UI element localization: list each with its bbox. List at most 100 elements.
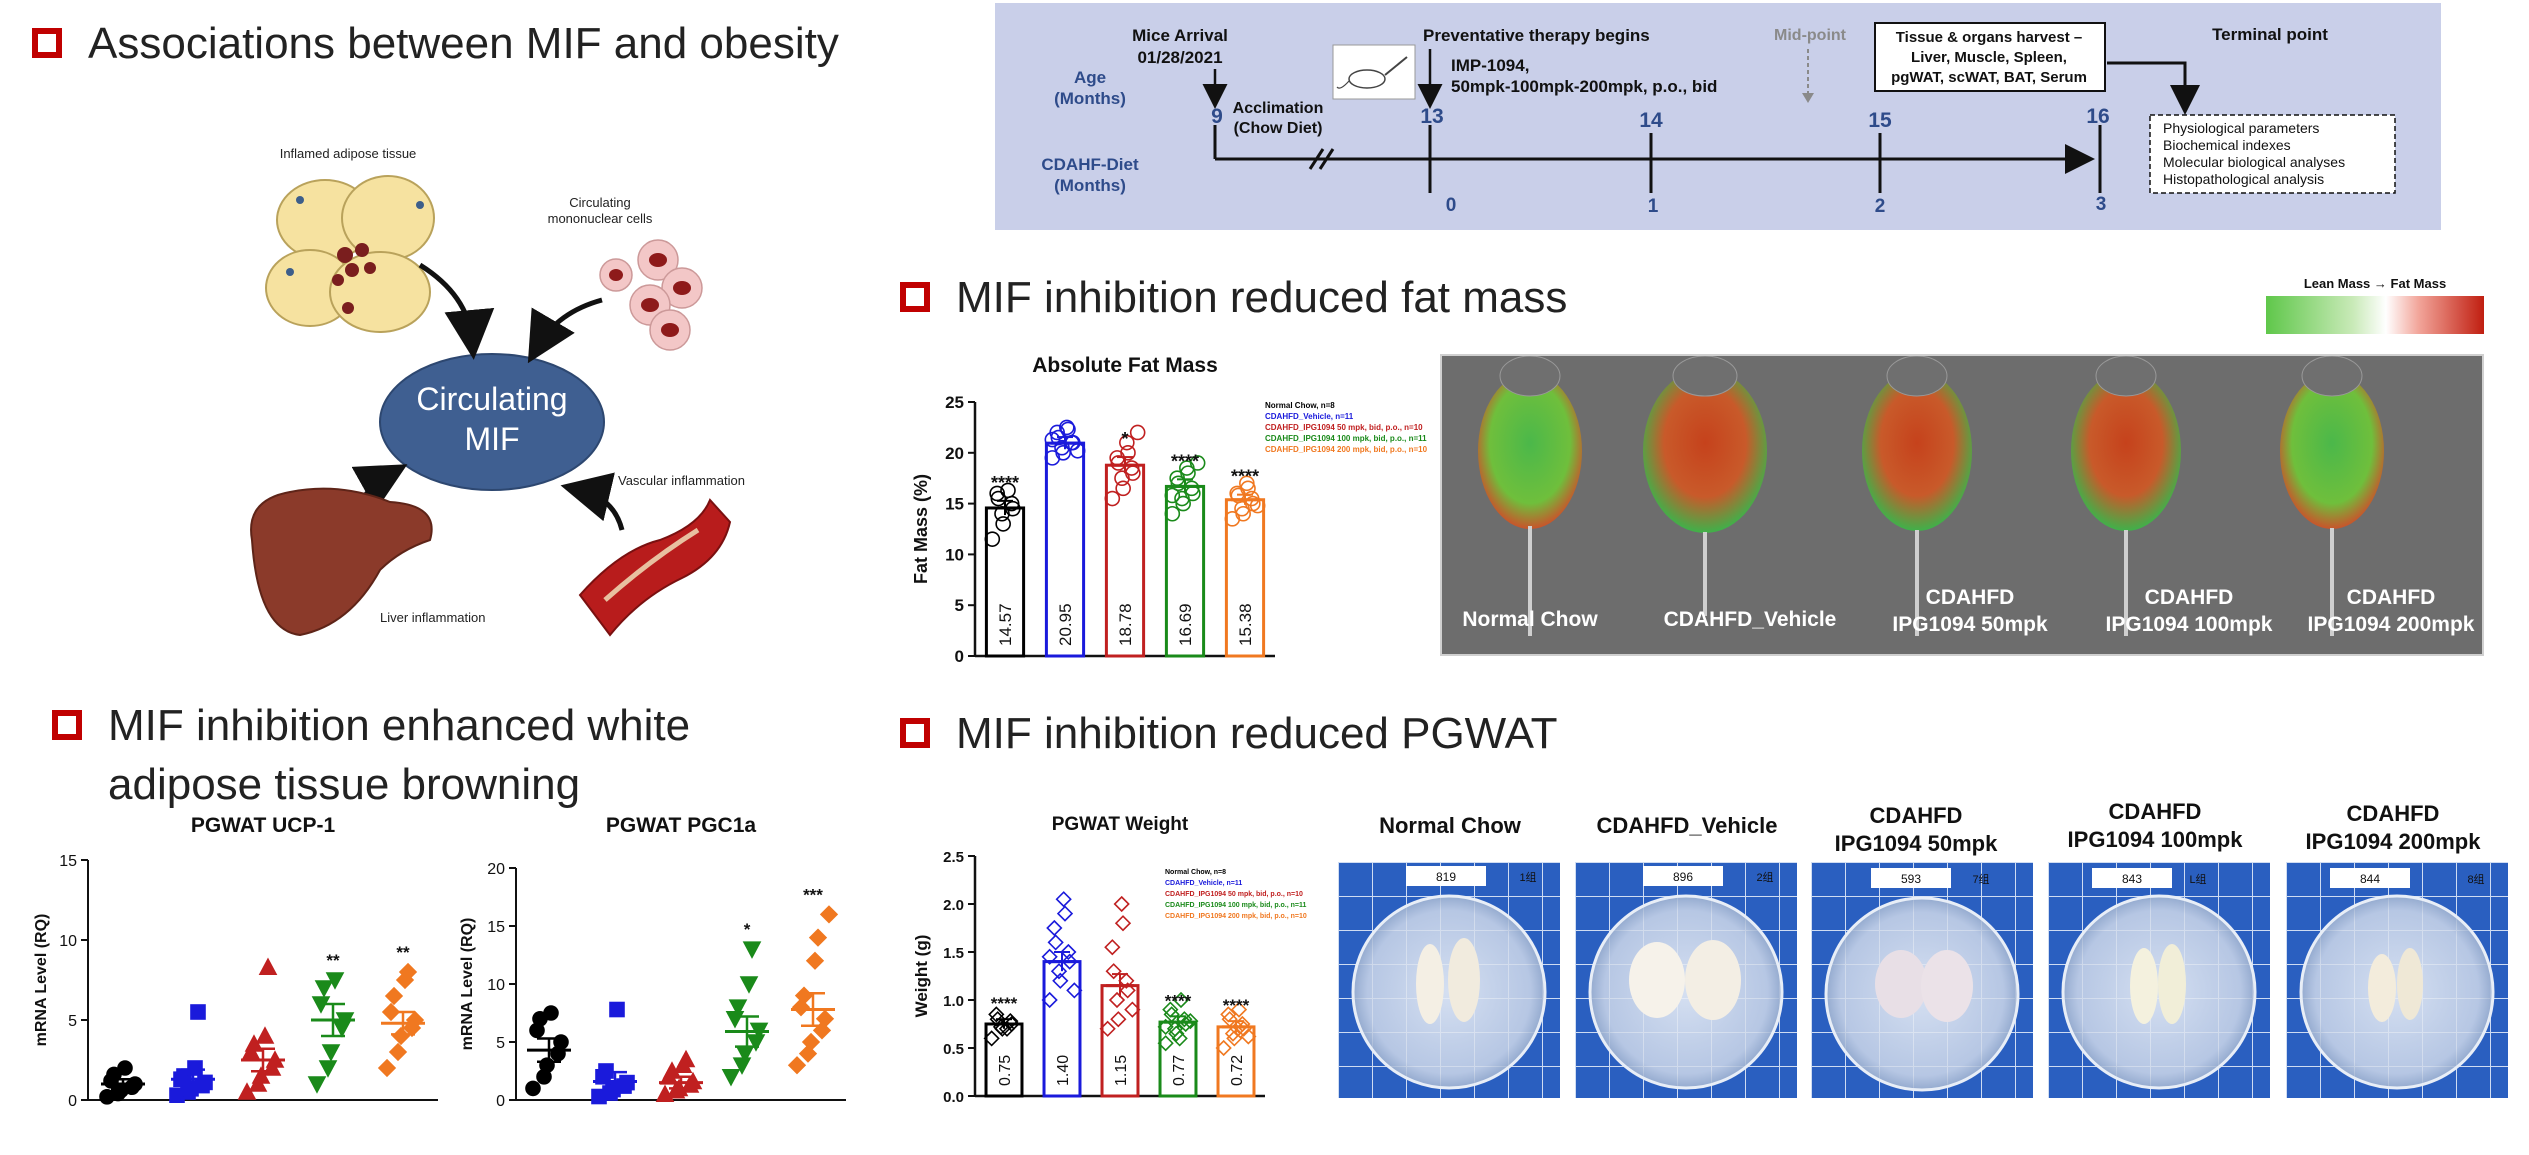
- data-point: [325, 972, 345, 990]
- data-point: [1176, 1011, 1193, 1028]
- data-point: [1119, 982, 1136, 999]
- significance-label: ****: [1231, 467, 1259, 487]
- data-point: [1162, 1001, 1179, 1018]
- data-point: [1230, 1001, 1248, 1018]
- legend-entry: CDAHFD_IPG1094 200 mpk, bid, p.o., n=10: [1165, 913, 1307, 920]
- bar-value-label: 0.72: [1229, 1055, 1246, 1086]
- data-point: [1235, 1020, 1252, 1037]
- timeline-harvest-line2: Liver, Muscle, Spleen,: [1911, 49, 2067, 66]
- data-point: [1164, 487, 1181, 504]
- age-tick-label: 16: [2086, 105, 2109, 128]
- center-label-line1: Circulating: [416, 381, 567, 417]
- data-point: [746, 1034, 766, 1052]
- photo-label: CDAHFD_Vehicle: [1596, 813, 1778, 838]
- outcome-item: Physiological parameters: [2163, 120, 2319, 136]
- significance-label: **: [396, 943, 410, 962]
- data-point: [1066, 982, 1083, 999]
- significance-label: *: [744, 920, 751, 939]
- liver-illustration: [250, 487, 433, 637]
- data-point: [543, 1005, 559, 1021]
- data-point: [1183, 480, 1200, 497]
- data-point: [314, 980, 334, 998]
- legend-entry: Normal Chow, n=8: [1165, 869, 1226, 876]
- data-point: [525, 1080, 541, 1097]
- y-tick-label: 15: [59, 853, 77, 870]
- y-tick-label: 5: [955, 596, 964, 615]
- data-point: [255, 1026, 275, 1044]
- colorbar-lean-label: Lean Mass: [2303, 276, 2371, 291]
- legend-entry: CDAHFD_IPG1094 50 mpk, bid, p.o., n=10: [1265, 423, 1423, 432]
- svg-text:593: 593: [1901, 872, 1921, 886]
- tissue-photo: 593 7组: [1811, 862, 2033, 1098]
- data-point: [1069, 442, 1086, 459]
- label-vascular: Vascular inflammation: [618, 473, 745, 488]
- data-point: [398, 962, 418, 982]
- legend-entry: CDAHFD_IPG1094 100 mpk, bid, p.o., n=11: [1165, 902, 1307, 909]
- data-point: [984, 531, 1001, 547]
- data-point: [1060, 943, 1077, 961]
- data-point: [1055, 891, 1072, 908]
- age-tick-label: 15: [1868, 109, 1892, 132]
- data-point: [1104, 490, 1121, 507]
- data-point: [1119, 434, 1135, 451]
- timeline-acclimation-line2: (Chow Diet): [1234, 120, 1323, 137]
- significance-label: **: [326, 951, 340, 970]
- data-point: [989, 1011, 1006, 1028]
- colorbar-label: Lean Mass → Fat Mass: [2265, 276, 2485, 291]
- y-tick-label: 1.5: [943, 945, 964, 962]
- mononuclear-cells-illustration: [599, 239, 703, 351]
- bullet-square-icon: [52, 710, 82, 740]
- data-point: [190, 1004, 206, 1020]
- timeline-drug-line1: IMP-1094,: [1451, 56, 1529, 75]
- data-point: [1114, 915, 1132, 932]
- body-composition-scan-panel: [1440, 354, 2484, 656]
- photo-label: Normal Chow: [1379, 813, 1521, 838]
- timeline-age-line2: (Months): [1054, 89, 1126, 108]
- label-mononuclear-line2: mononuclear cells: [548, 211, 653, 226]
- data-point: [988, 1006, 1005, 1023]
- significance-label: ****: [1171, 451, 1199, 471]
- data-point: [1118, 972, 1135, 989]
- outcome-item: Molecular biological analyses: [2163, 154, 2345, 170]
- data-point: [995, 516, 1011, 532]
- lean-fat-colorbar: [2266, 296, 2484, 334]
- data-point: [1220, 1006, 1237, 1023]
- outcome-item: Histopathological analysis: [2163, 171, 2324, 187]
- data-point: [1189, 455, 1206, 471]
- data-point: [1221, 1011, 1238, 1028]
- colorbar-arrow-icon: →: [2373, 276, 2387, 291]
- data-point: [1047, 934, 1064, 951]
- legend-entry: CDAHFD_IPG1094 200 mpk, bid, p.o., n=10: [1265, 445, 1428, 454]
- data-point: [1229, 1020, 1246, 1037]
- data-point: [808, 928, 828, 947]
- data-point: [1060, 421, 1076, 438]
- chart-title: Absolute Fat Mass: [1032, 354, 1218, 377]
- data-point: [1157, 1035, 1174, 1052]
- data-point: [1108, 991, 1126, 1009]
- data-point: [805, 951, 825, 970]
- data-point: [307, 1076, 327, 1094]
- data-point: [1240, 1028, 1257, 1045]
- y-tick-label: 10: [945, 545, 964, 564]
- data-point: [377, 1058, 397, 1078]
- data-point: [801, 1032, 821, 1052]
- timeline-arrival-line1: Mice Arrival: [1132, 26, 1228, 45]
- y-tick-label: 20: [487, 861, 505, 878]
- bar-value-label: 20.95: [1056, 603, 1075, 646]
- tissue-photo: 843 L组: [2048, 862, 2270, 1098]
- data-point: [1052, 972, 1069, 989]
- legend-entry: CDAHFD_IPG1094 50 mpk, bid, p.o., n=10: [1165, 891, 1303, 898]
- data-point: [1249, 497, 1266, 514]
- browning-title-line1: MIF inhibition enhanced white: [108, 701, 691, 750]
- timeline-diet-line2: (Months): [1054, 176, 1126, 195]
- data-point: [1124, 1001, 1141, 1018]
- data-point: [1120, 445, 1136, 461]
- data-point: [1041, 948, 1058, 965]
- data-point: [539, 1057, 555, 1074]
- y-tick-label: 2.0: [943, 897, 964, 914]
- significance-label: ****: [1223, 996, 1250, 1015]
